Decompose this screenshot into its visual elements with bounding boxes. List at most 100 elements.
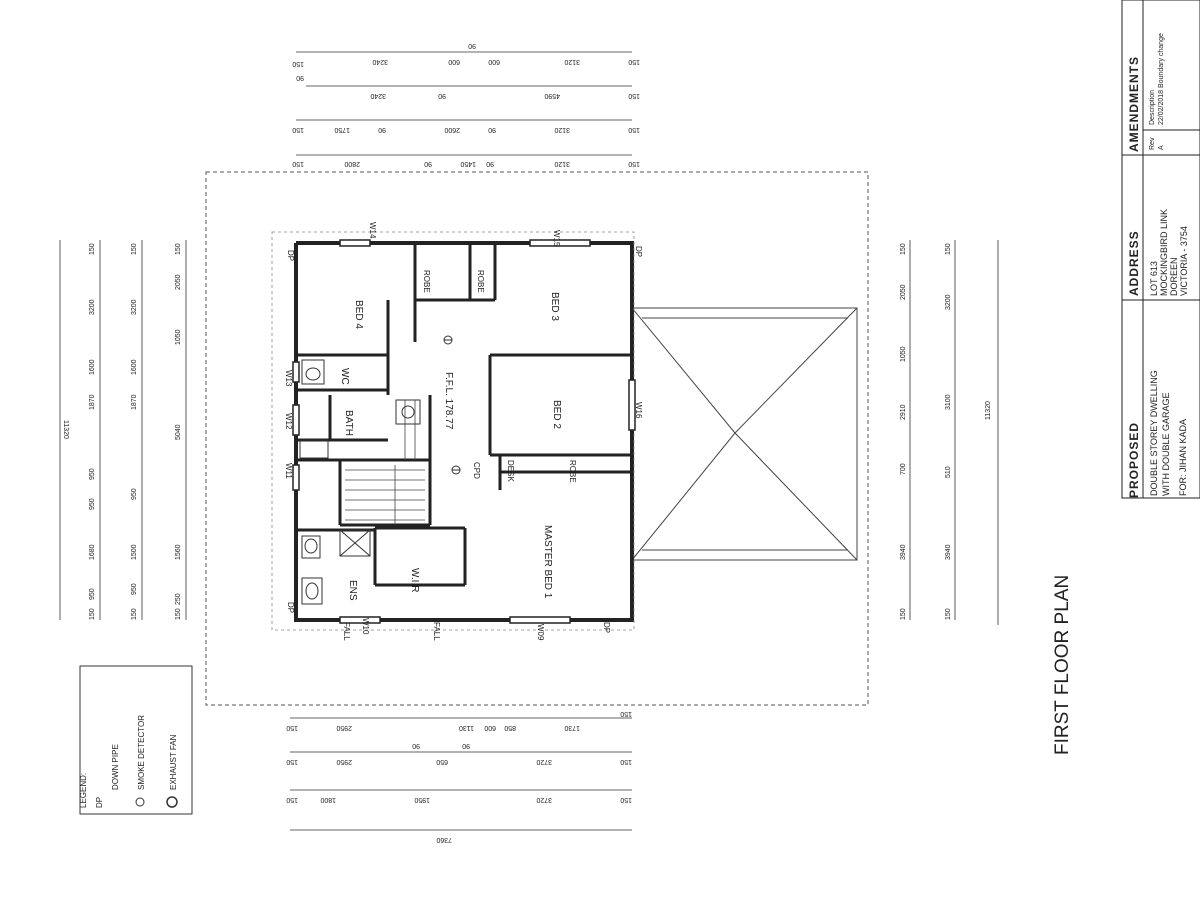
fall-tag-2: FALL	[432, 622, 441, 641]
dim-top3-1: 1750	[334, 126, 350, 133]
roof-outline	[205, 171, 869, 706]
tb-amend-desc: 22/02/2018 Boundary change	[1158, 33, 1165, 125]
legend-label-smoke: SMOKE DETECTOR	[137, 715, 146, 790]
title-block	[1121, 0, 1200, 499]
fall-tag-1: FALL	[342, 622, 351, 641]
room-label-robe-c: ROBE	[568, 460, 577, 483]
dim-left1-10: 1600	[89, 359, 96, 375]
dim-top2-0: 4590	[544, 92, 560, 99]
dim-top1-4: 3120	[564, 58, 580, 65]
dim-bot2-5: 150	[620, 758, 632, 765]
ffl-label: F.F.L. 178.77	[443, 372, 454, 430]
downpipe-tag-nw: DP	[286, 250, 295, 261]
window-tag-w09: W09	[536, 624, 545, 641]
legend-title: LEGEND:	[79, 773, 88, 808]
dim-bot2-4: 3720	[536, 758, 552, 765]
dim-left1-0: 150	[89, 608, 96, 620]
dim-bot3-1: 1800	[320, 796, 336, 803]
dim-top1-1: 3240	[372, 58, 388, 65]
dim-right-total: 11320	[985, 401, 992, 420]
window-tag-w12: W12	[284, 413, 293, 430]
dimension-text-right: 11320 150 3940 700 2910 1050 2050 150 15…	[900, 243, 992, 620]
dim-left1-13: 150	[89, 243, 96, 255]
dim-left1-8: 1870	[89, 394, 96, 410]
dim-left2-8: 1870	[131, 394, 138, 410]
dim-top1-s1: 90	[296, 74, 304, 81]
dim-right1-9: 2050	[900, 284, 907, 300]
dim-top3-4: 90	[488, 126, 496, 133]
dim-bot-total: 7360	[436, 836, 452, 843]
dim-left3-1: 250	[175, 593, 182, 605]
room-label-cpd: CPD	[472, 462, 481, 479]
dim-bot1-3: 1130	[459, 724, 474, 731]
dim-left3-7: 1050	[175, 329, 182, 345]
window-tag-w15: W15	[552, 230, 561, 247]
room-label-robe-b: ROBE	[476, 270, 485, 293]
dim-left2-10: 1600	[131, 359, 138, 375]
room-label-robe-a: ROBE	[422, 270, 431, 293]
dim-bot1-4: 600	[484, 724, 496, 731]
dim-left3-9: 2050	[175, 274, 182, 290]
dimension-text-bottom: 150 2950 1130 600 850 1730 150 150 2950 …	[286, 710, 632, 843]
dim-left3-10: 150	[175, 243, 182, 255]
dimension-lines	[59, 51, 999, 831]
dim-bot3-3: 1950	[414, 796, 430, 803]
dim-bot1-0: 150	[286, 724, 298, 731]
tb-address-line1: LOT 613	[1149, 261, 1159, 296]
legend-label-downpipe: DOWN PIPE	[111, 744, 120, 790]
downpipe-tag-sw: DP	[286, 602, 295, 613]
dim-top4-6: 150	[628, 160, 640, 167]
dim-left2-12: 3200	[131, 299, 138, 315]
room-label-bed2: BED 2	[551, 400, 562, 429]
window-openings	[292, 239, 636, 624]
dim-left1-6: 950	[89, 468, 96, 480]
smoke-detector-icon	[135, 797, 145, 807]
dim-right2-9: 150	[945, 243, 952, 255]
dim-right1-10: 150	[900, 243, 907, 255]
tb-proposed-line1: DOUBLE STOREY DWELLING	[1149, 370, 1159, 496]
dim-left1-5: 950	[89, 498, 96, 510]
tb-amendments-heading: AMENDMENTS	[1127, 56, 1141, 152]
room-label-bed3: BED 3	[549, 292, 560, 321]
dim-bot2-s1: 90	[462, 742, 470, 749]
dim-left2-4: 1500	[131, 544, 138, 560]
room-label-bed4: BED 4	[353, 300, 364, 329]
dim-right1-0: 150	[900, 608, 907, 620]
dim-bot3-5: 3720	[536, 796, 552, 803]
legend-label-exhaust: EXHAUST FAN	[169, 734, 178, 790]
exhaust-fan-icon	[166, 796, 178, 808]
legend: LEGEND: DP DOWN PIPE SMOKE DETECTOR EXHA…	[79, 665, 193, 815]
dim-bot3-0: 150	[286, 796, 298, 803]
dim-top4-4: 90	[486, 160, 494, 167]
dim-top4-5: 3120	[554, 160, 570, 167]
dim-bot1-5: 850	[504, 724, 516, 731]
dim-top1-s0: 90	[468, 42, 476, 49]
dim-left2-13: 150	[131, 243, 138, 255]
tb-address-line4: VICTORIA - 3754	[1179, 226, 1189, 296]
dimension-text-left: 11320 150 950 1680 950 950 1870 1600 320…	[62, 243, 182, 620]
window-tag-w10: W10	[361, 618, 370, 635]
dim-top1-2: 600	[448, 58, 460, 65]
fixtures	[299, 359, 421, 605]
window-tag-w16: W16	[634, 402, 643, 419]
room-label-wc: WC	[339, 368, 350, 385]
room-label-master: MASTER BED 1	[542, 525, 553, 599]
dim-left3-5: 5040	[175, 424, 182, 440]
interior-walls	[296, 243, 632, 587]
dimension-text-top: 150 3240 600 600 3120 150 90 90 4590 324…	[292, 42, 640, 167]
dim-top2-3: 150	[628, 92, 640, 99]
dim-top3-3: 2600	[444, 126, 460, 133]
dim-top3-0: 150	[292, 126, 304, 133]
dim-top4-0: 150	[292, 160, 304, 167]
dim-bot1-8: 150	[620, 710, 632, 717]
smoke-detector-symbols	[443, 335, 461, 475]
tb-address-line2: MOCKINGBIRD LINK	[1159, 209, 1169, 296]
dim-top4-3: 1450	[460, 160, 476, 167]
stair-treads	[345, 400, 425, 525]
window-tag-w11: W11	[284, 463, 293, 479]
room-label-desk: DESK	[506, 460, 515, 482]
dim-left3-0: 150	[175, 608, 182, 620]
dim-top1-5: 150	[628, 58, 640, 65]
dim-left1-3: 1680	[89, 544, 96, 560]
